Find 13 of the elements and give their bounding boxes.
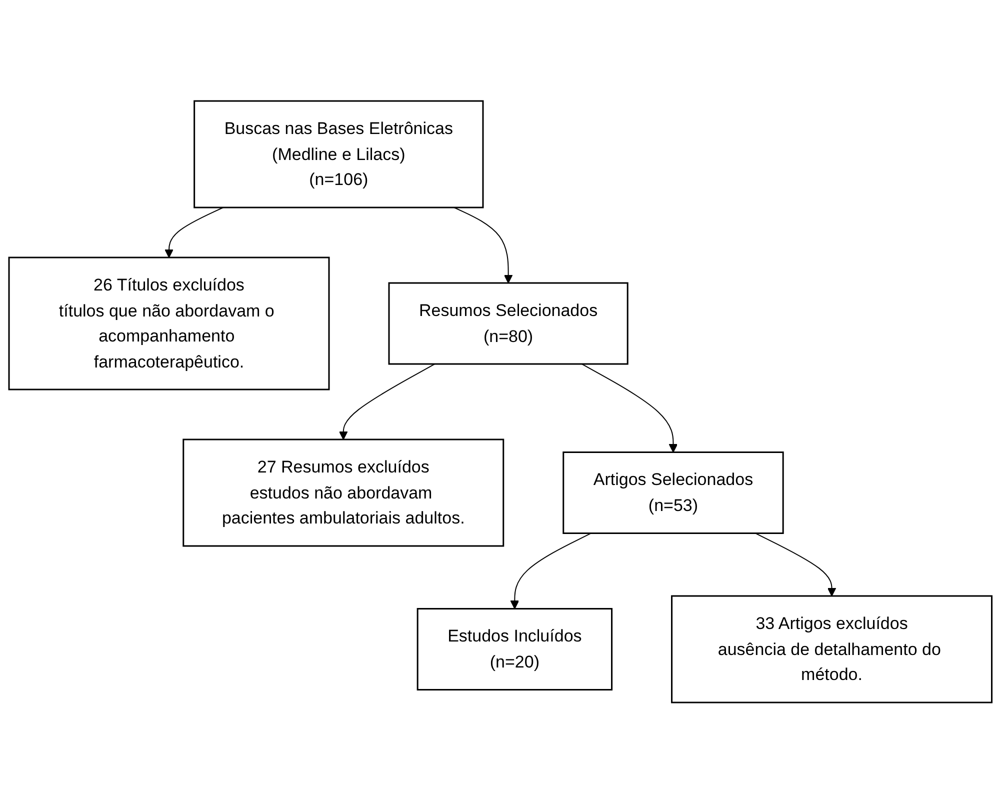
node-box: 27 Resumos excluídos estudos não abordavam pacientes ambulatoriais adultos.: [182, 439, 504, 547]
arrow: [510, 533, 592, 610]
arrow: [164, 207, 224, 258]
node-box: 33 Artigos excluídos ausência de detalhamento do método.: [670, 595, 992, 704]
node-box: Artigos Selecionados (n=53): [562, 452, 784, 534]
arrow: [580, 364, 678, 453]
node-box: Resumos Selecionados (n=80): [388, 282, 628, 365]
arrow: [754, 533, 836, 597]
node-box: Buscas nas Bases Eletrônicas (Medline e Lilacs) (n=106): [193, 100, 484, 208]
arrow: [453, 207, 512, 284]
node-box: 26 Títulos excluídos títulos que não abordavam o acompanhamento farmacoterapêutico.: [8, 257, 330, 390]
arrow: [338, 364, 435, 440]
node-box: Estudos Incluídos (n=20): [416, 608, 612, 691]
